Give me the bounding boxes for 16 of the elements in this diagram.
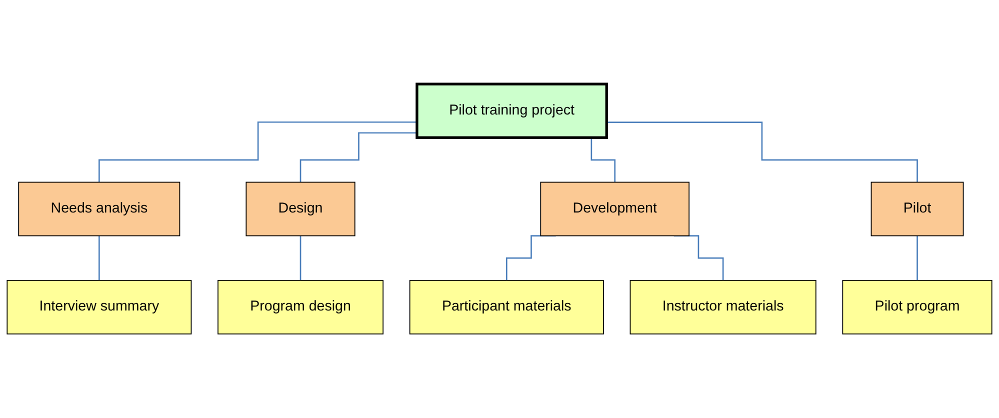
node-box: Interview summary xyxy=(6,280,192,334)
connector xyxy=(98,121,417,183)
node-box: Pilot xyxy=(870,182,964,236)
connector xyxy=(98,235,100,282)
connector xyxy=(606,122,918,183)
node-box: Needs analysis xyxy=(18,182,180,236)
node-box: Development xyxy=(540,182,690,236)
connector xyxy=(916,235,918,282)
node-box: Participant materials xyxy=(409,280,604,334)
node-box: Program design xyxy=(218,280,384,334)
node-box: Design xyxy=(246,182,356,236)
node-box: Instructor materials xyxy=(630,280,816,334)
node-box: Pilot program xyxy=(842,280,992,334)
node-box: Pilot training project xyxy=(416,82,608,139)
connector xyxy=(300,132,417,183)
connector xyxy=(300,235,302,282)
